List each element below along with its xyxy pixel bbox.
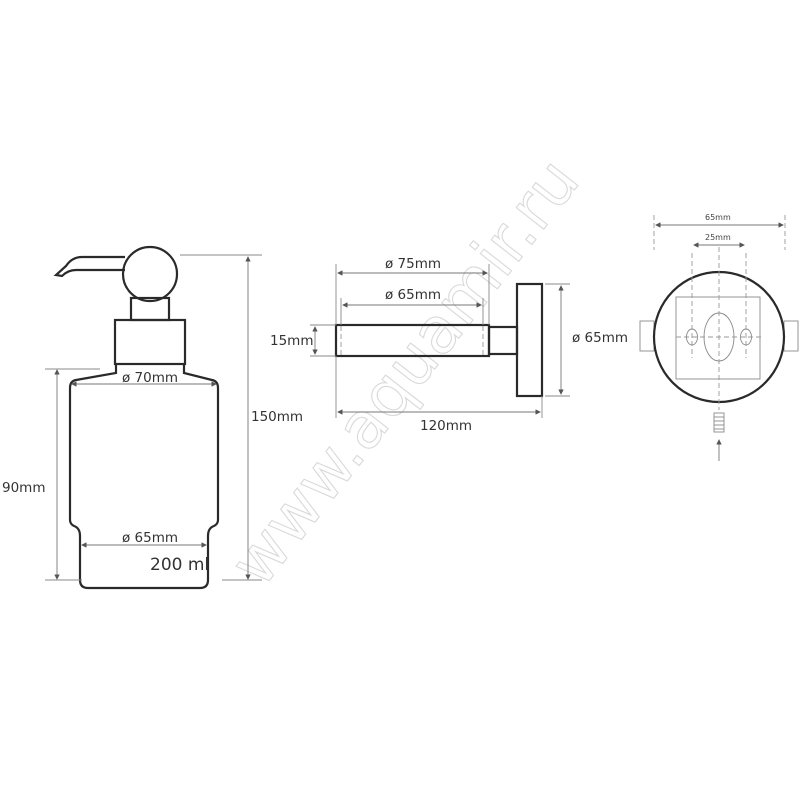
bottom-diameter-label: ø 65mm xyxy=(122,530,178,546)
overall-height-label: 150mm xyxy=(251,409,303,425)
projection-label: 120mm xyxy=(420,418,472,434)
soap-dispenser-drawing: ø 70mm ø 65mm 200 ml 90mm 150mm xyxy=(2,245,303,590)
holder-arm xyxy=(487,325,519,356)
holder-front-view-drawing: 65mm 25mm xyxy=(639,213,799,461)
base-width-label: 65mm xyxy=(705,213,731,222)
outer-ring-label: ø 75mm xyxy=(385,256,441,272)
watermark-text: www.aquamir.ru xyxy=(216,145,594,599)
glass-bottle xyxy=(68,364,220,590)
volume-label: 200 ml xyxy=(150,555,209,575)
glass-height-label: 90mm xyxy=(2,480,45,496)
holder-base xyxy=(515,282,544,398)
holder-side-view-drawing: ø 75mm ø 65mm 15mm 120mm ø 65mm xyxy=(270,256,628,434)
top-diameter-label: ø 70mm xyxy=(122,370,178,386)
ring-height-label: 15mm xyxy=(270,333,313,349)
pump-head xyxy=(121,245,179,303)
right-tab xyxy=(783,320,799,352)
mounting-plate xyxy=(675,296,761,380)
inner-ring-label: ø 65mm xyxy=(385,287,441,303)
hole-spacing-label: 25mm xyxy=(705,233,731,242)
pump-spout xyxy=(53,255,125,278)
set-screw-icon xyxy=(713,412,725,433)
left-tab xyxy=(639,320,655,352)
pump-collar xyxy=(113,318,187,366)
base-diameter-label: ø 65mm xyxy=(572,330,628,346)
watermark: www.aquamir.ru xyxy=(216,145,595,601)
